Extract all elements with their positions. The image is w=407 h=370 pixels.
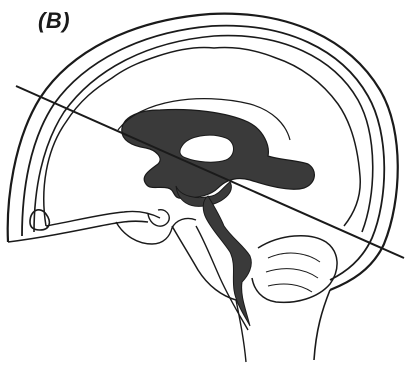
frontal-lobe-base [46,211,160,226]
panel-label: (B) [38,8,70,34]
posterior-neck-line [314,290,330,360]
cerebellum-folia [266,253,320,292]
skull-base-line [8,221,148,242]
aqueduct-fourth-ventricle [203,196,251,326]
orbit-shape [30,210,49,230]
